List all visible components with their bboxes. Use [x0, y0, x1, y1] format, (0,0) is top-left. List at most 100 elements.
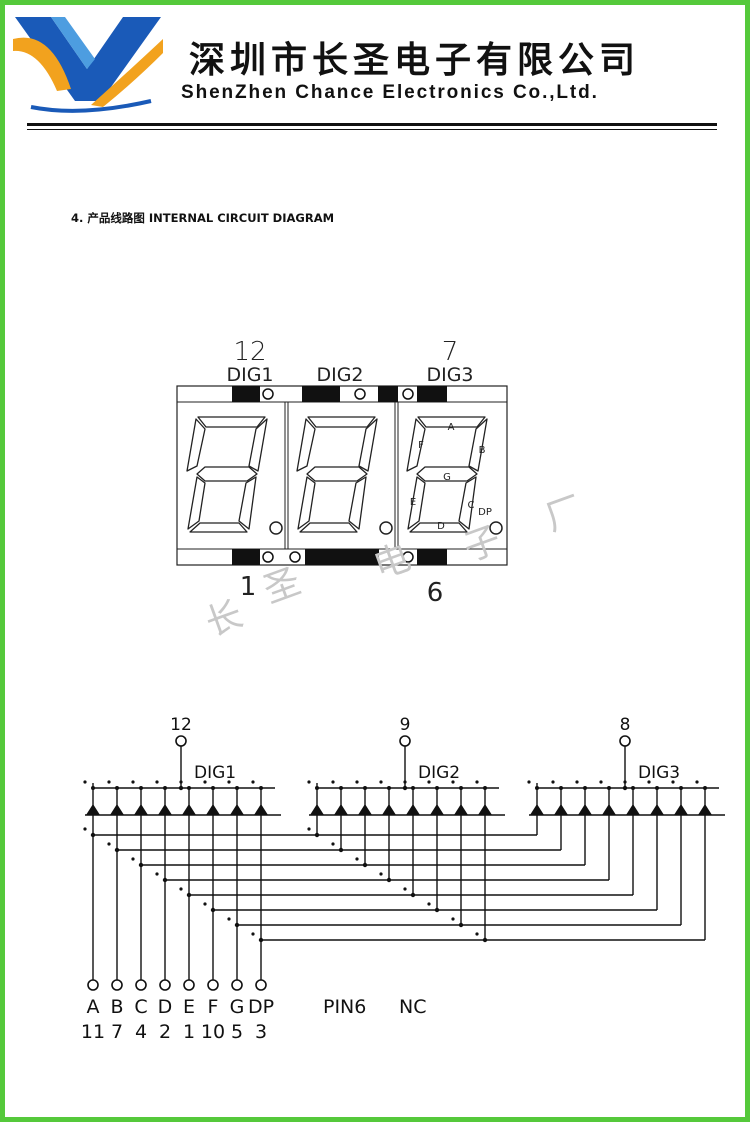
segment-pin-terminal [159, 979, 171, 991]
segment-label: D [437, 521, 445, 532]
anode-dot [131, 780, 135, 784]
segment-label: C [468, 500, 475, 511]
junction-dot [187, 786, 191, 790]
led-diode [626, 804, 640, 815]
pin-hole [402, 388, 414, 400]
junction-dot [411, 786, 415, 790]
cathode-dot [227, 917, 231, 921]
cathode-dot [179, 887, 183, 891]
anode-dot [451, 780, 455, 784]
segment-f [296, 418, 316, 472]
company-name-english: ShenZhen Chance Electronics Co.,Ltd. [181, 82, 599, 103]
anode-dot [671, 780, 675, 784]
anode-dot [427, 780, 431, 784]
junction-dot [139, 786, 143, 790]
led-diode [578, 804, 592, 815]
junction-dot [338, 847, 344, 853]
cathode-dot [403, 887, 407, 891]
decimal-point [269, 521, 283, 535]
segment-pin-number: 7 [111, 1021, 123, 1043]
cathode-dot [131, 857, 135, 861]
anode-dot [527, 780, 531, 784]
pin-pad [232, 549, 260, 565]
segment-name: B [110, 996, 123, 1018]
cathode-dot [331, 842, 335, 846]
segment-name: E [183, 996, 195, 1018]
anode-dot [155, 780, 159, 784]
led-diode [230, 804, 244, 815]
led-diode [86, 804, 100, 815]
segment-f [406, 418, 426, 472]
led-diode [334, 804, 348, 815]
led-diode [158, 804, 172, 815]
digit-label: DIG3 [426, 364, 473, 386]
segment-d [189, 522, 248, 533]
segment-label: G [443, 472, 451, 483]
junction-dot [314, 832, 320, 838]
pin-hole [354, 388, 366, 400]
segment-pin-number: 1 [183, 1021, 195, 1043]
led-diode [554, 804, 568, 815]
led-diode [110, 804, 124, 815]
cathode-dot [107, 842, 111, 846]
segment-g [306, 466, 368, 482]
segment-pin-number: 2 [159, 1021, 171, 1043]
digit-label: DIG2 [418, 763, 460, 783]
junction-dot [483, 786, 487, 790]
segment-pin-number: 3 [255, 1021, 267, 1043]
junction-dot [434, 907, 440, 913]
company-name-chinese: 深圳市长圣电子有限公司 [189, 40, 641, 81]
segment-a [197, 416, 266, 428]
section-title: 4. 产品线路图 INTERNAL CIRCUIT DIAGRAM [71, 211, 335, 225]
led-diode [650, 804, 664, 815]
pin6-label: PIN6 [323, 996, 366, 1018]
junction-dot [607, 786, 611, 790]
segment-pin-terminal [135, 979, 147, 991]
segment-label: B [479, 445, 486, 456]
junction-dot [459, 786, 463, 790]
company-logo [13, 17, 163, 113]
anode-dot [575, 780, 579, 784]
segment-c [348, 476, 367, 530]
led-diode [454, 804, 468, 815]
anode-dot [203, 780, 207, 784]
pin-pad [232, 386, 260, 402]
led-diode [310, 804, 324, 815]
segment-pin-number: 11 [81, 1021, 105, 1043]
junction-dot [259, 786, 263, 790]
datasheet-page: 深圳市长圣电子有限公司 ShenZhen Chance Electronics … [5, 5, 745, 1117]
led-diode [478, 804, 492, 815]
anode-dot [83, 780, 87, 784]
segment-name: C [134, 996, 147, 1018]
digit-pin-terminal [399, 735, 411, 747]
pin-pad [305, 549, 343, 565]
anode-dot [551, 780, 555, 784]
segment-d [299, 522, 358, 533]
cathode-dot [83, 827, 87, 831]
segment-f [186, 418, 206, 472]
junction-dot [163, 786, 167, 790]
anode-dot [107, 780, 111, 784]
led-diode [430, 804, 444, 815]
pin-hole [262, 388, 274, 400]
junction-dot [703, 786, 707, 790]
anode-dot [331, 780, 335, 784]
segment-pin-terminal [231, 979, 243, 991]
header-rule-thin [27, 129, 717, 130]
led-diode [182, 804, 196, 815]
anode-dot [179, 780, 183, 784]
segment-a [417, 416, 486, 428]
led-diode [530, 804, 544, 815]
segment-name: DP [248, 996, 274, 1018]
digit-pin-number: 9 [400, 715, 411, 735]
junction-dot [211, 786, 215, 790]
pin-pad [378, 386, 398, 402]
junction-dot [363, 786, 367, 790]
pin6-status: NC [399, 996, 426, 1018]
pin-pad [302, 386, 340, 402]
junction-dot [679, 786, 683, 790]
segment-d [409, 522, 468, 533]
junction-dot [235, 786, 239, 790]
